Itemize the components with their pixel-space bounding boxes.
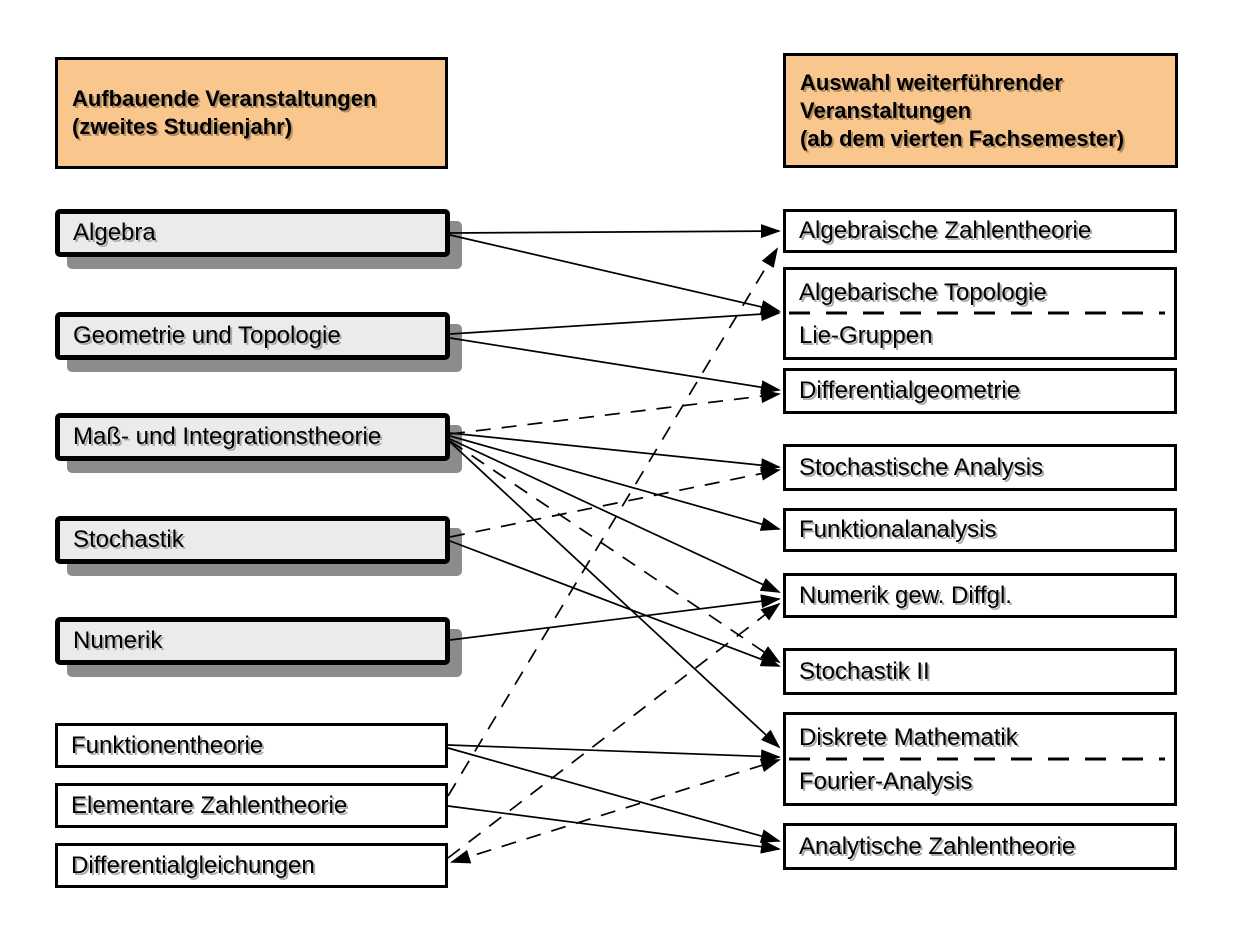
- edge-mass-diskrete_fourier-solid: [449, 441, 781, 749]
- course-label: Differentialgleichungen: [71, 851, 315, 879]
- course-funktionentheorie: Funktionentheorie: [55, 723, 448, 768]
- course-label: Stochastik: [73, 526, 184, 553]
- edge-differentialgleichungen-diskrete_fourier-dashed: [450, 758, 781, 864]
- edge-numerik-numerik_gew_diffgl-solid: [449, 594, 781, 641]
- edge-mass-stochastik_2-dashed: [449, 440, 781, 664]
- course-label: Lie-Gruppen: [799, 322, 933, 349]
- edge-geometrie-alg_topologie_lie-solid: [449, 307, 781, 335]
- course-mass: Maß- und Integrationstheorie: [55, 413, 450, 461]
- edge-stochastik-stochastik_2-solid: [449, 540, 781, 667]
- header-line: (ab dem vierten Fachsemester): [800, 125, 1125, 151]
- edge-mass-numerik_gew_diffgl-solid: [449, 438, 781, 593]
- course-label: Algebraische Zahlentheorie: [799, 217, 1092, 244]
- edge-mass-funktionalanalysis-solid: [449, 435, 781, 531]
- course-label: Geometrie und Topologie: [73, 322, 341, 349]
- course-differentialgleichungen: Differentialgleichungen: [55, 843, 448, 888]
- header-line: Auswahl weiterführender: [800, 69, 1063, 95]
- edge-differentialgleichungen-numerik_gew_diffgl-dashed: [447, 602, 781, 859]
- course-numerik_gew_diffgl: Numerik gew. Diffgl.: [783, 573, 1177, 618]
- edge-funktionentheorie-analytische_zahlentheorie-solid: [447, 747, 781, 843]
- course-label: Diskrete Mathematik: [799, 724, 1018, 751]
- course-stochastische_analysis: Stochastische Analysis: [783, 444, 1177, 491]
- course-label: Analytische Zahlentheorie: [799, 832, 1076, 860]
- course-funktionalanalysis: Funktionalanalysis: [783, 508, 1177, 552]
- course-differentialgeometrie: Differentialgeometrie: [783, 368, 1177, 414]
- course-stochastik_2: Stochastik II: [783, 648, 1177, 695]
- course-elementare_zahlentheorie: Elementare Zahlentheorie: [55, 783, 448, 828]
- course-label: Maß- und Integrationstheorie: [73, 423, 382, 450]
- course-label: Stochastische Analysis: [799, 453, 1044, 481]
- course-numerik: Numerik: [55, 617, 450, 665]
- course-label: Algebra: [73, 219, 156, 246]
- header-line: Veranstaltungen: [800, 97, 972, 123]
- course-label: Funktionalanalysis: [799, 516, 997, 543]
- edge-elementare_zahlentheorie-alg_zahlentheorie-dashed: [447, 247, 779, 797]
- left-column-header: Aufbauende Veranstaltungen (zweites Stud…: [55, 57, 448, 169]
- course-algebra: Algebra: [55, 209, 450, 257]
- edge-mass-stochastische_analysis-solid: [449, 432, 781, 473]
- course-label: Stochastik II: [799, 657, 930, 685]
- course-stochastik: Stochastik: [55, 516, 450, 564]
- header-line: (zweites Studienjahr): [72, 114, 293, 139]
- edge-geometrie-differentialgeometrie-solid: [449, 337, 781, 395]
- course-label: Fourier-Analysis: [799, 768, 973, 795]
- edge-elementare_zahlentheorie-analytische_zahlentheorie-solid: [447, 805, 781, 854]
- course-label: Elementare Zahlentheorie: [71, 791, 348, 819]
- edge-mass-differentialgeometrie-dashed: [449, 389, 781, 435]
- course-label: Algebarische Topologie: [799, 278, 1047, 306]
- edge-algebra-alg_topologie_lie-solid: [449, 234, 781, 314]
- course-alg_zahlentheorie: Algebraische Zahlentheorie: [783, 209, 1177, 253]
- course-label: Numerik gew. Diffgl.: [799, 581, 1012, 609]
- course-analytische_zahlentheorie: Analytische Zahlentheorie: [783, 823, 1177, 870]
- edge-funktionentheorie-diskrete_fourier-solid: [447, 744, 781, 764]
- course-label: Differentialgeometrie: [799, 377, 1021, 404]
- course-label: Numerik: [73, 627, 163, 654]
- course-geometrie: Geometrie und Topologie: [55, 312, 450, 360]
- edge-stochastik-stochastische_analysis-dashed: [449, 466, 781, 538]
- right-column-header: Auswahl weiterführender Veranstaltungen …: [783, 53, 1178, 168]
- header-line: Aufbauende Veranstaltungen: [72, 86, 377, 111]
- course-label: Funktionentheorie: [71, 731, 264, 759]
- edge-algebra-alg_zahlentheorie-solid: [449, 224, 781, 239]
